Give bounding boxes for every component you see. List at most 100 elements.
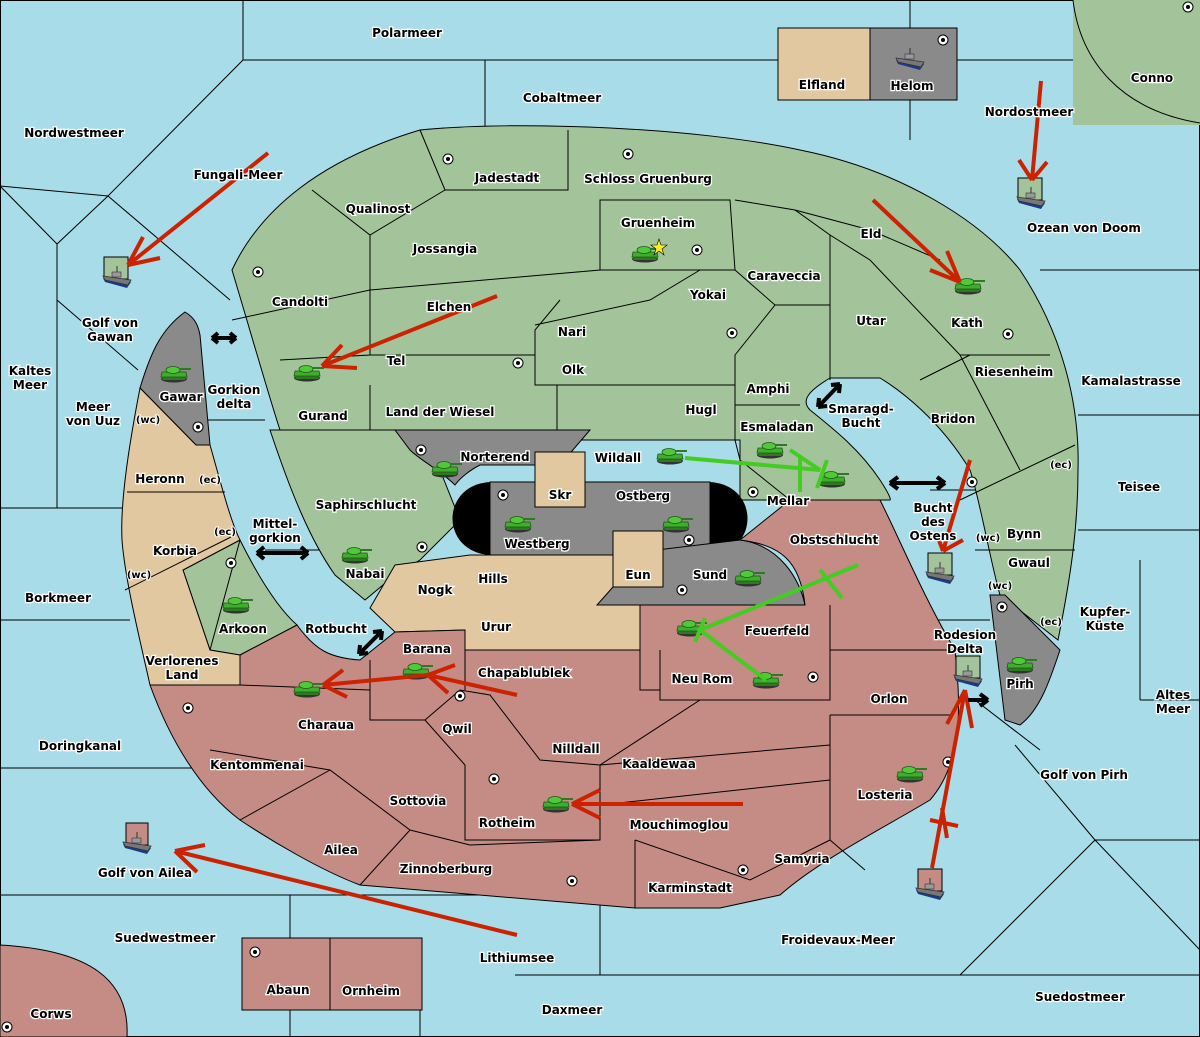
label-gurand: Gurand [298,409,348,423]
label-karminstadt: Karminstadt [648,881,732,895]
armies [160,238,1038,813]
label-suedwestmeer: Suedwestmeer [115,931,216,945]
label-cobaltmeer: Cobaltmeer [523,91,601,105]
supply-center-icon [415,444,427,456]
label-hills: Hills [478,572,508,586]
label-borkmeer: Borkmeer [25,591,91,605]
label-daxmeer: Daxmeer [542,1003,603,1017]
label-skr: Skr [549,488,572,502]
label-land-der-wiesel: Land der Wiesel [386,405,495,419]
supply-center-icon [497,489,509,501]
label-utar: Utar [856,314,886,328]
supply-center-icon [622,148,634,160]
supply-center-icon [1,1021,13,1033]
coast-tags: (wc) (ec) (ec) (wc) (ec) (wc) (wc) (ec) [126,414,1073,629]
label-charaua: Charaua [298,718,354,732]
supply-center-icon [488,773,500,785]
label-qualinost: Qualinost [346,202,411,216]
abaun-ornheim-territory [241,937,423,1011]
label-lithiumsee: Lithiumsee [480,951,555,965]
label-qwil: Qwil [442,722,472,736]
corws-territory [0,944,128,1037]
supply-center-icon [937,34,949,46]
label-zinnoberburg: Zinnoberburg [400,862,492,876]
label-riesenheim: Riesenheim [975,365,1054,379]
supply-center-icon [966,476,978,488]
label-westberg: Westberg [504,537,569,551]
coast-tag-ec: (ec) [199,475,221,486]
label-corws: Corws [30,1007,71,1021]
supply-center-icon [442,153,454,165]
label-amphi: Amphi [746,382,789,396]
land-labels: Elfland Helom Conno Jadestadt Schloss Gr… [29,70,1174,1023]
label-orlon: Orlon [870,692,907,706]
label-obstschlucht: Obstschlucht [790,533,879,547]
supply-center-icon [566,875,578,887]
green-territory-west [269,429,461,601]
coast-tag-wc: (wc) [988,581,1012,592]
label-nogk: Nogk [418,583,454,597]
fleets [102,47,1046,901]
label-golf-von-ailea: Golf von Ailea [98,866,192,880]
label-candolti: Candolti [272,295,328,309]
supply-center-icon [807,671,819,683]
sea-labels: Polarmeer Cobaltmeer Nordwestmeer Fungal… [7,25,1191,1019]
supply-center-icon [454,690,466,702]
label-bridon: Bridon [931,412,976,426]
label-helom: Helom [890,79,933,93]
coast-tag-ec: (ec) [1040,617,1062,628]
supply-center-icon [416,541,428,553]
supply-center-icon [726,327,738,339]
label-gawar: Gawar [159,390,202,404]
label-kamalastrasse: Kamalastrasse [1081,374,1181,388]
label-mellar: Mellar [767,494,809,508]
coast-tag-wc: (wc) [136,415,160,426]
label-wildall: Wildall [595,451,641,465]
label-jossangia: Jossangia [412,242,477,256]
label-abaun: Abaun [266,983,309,997]
label-elchen: Elchen [427,300,472,314]
convoy-arrows [210,331,990,708]
label-nordwestmeer: Nordwestmeer [24,126,124,140]
label-barana: Barana [403,642,451,656]
label-hugl: Hugl [685,403,716,417]
coast-tag-wc: (wc) [976,533,1000,544]
label-conno: Conno [1131,71,1173,85]
label-ostberg: Ostberg [616,489,670,503]
label-eun: Eun [625,568,650,582]
conno-territory [1073,0,1200,125]
eun-territory [612,530,664,588]
label-tel: Tel [387,354,406,368]
star-icon [650,238,668,256]
label-samyria: Samyria [774,852,829,866]
label-neu-rom: Neu Rom [672,672,733,686]
label-smaragd-bucht: Smaragd-Bucht [828,402,893,430]
label-norterend: Norterend [460,450,529,464]
label-elfland: Elfland [799,78,845,92]
label-rotbucht: Rotbucht [305,622,367,636]
label-rotheim: Rotheim [479,816,536,830]
supply-center-icon [1182,1,1194,13]
label-gwaul: Gwaul [1008,556,1050,570]
label-olk: Olk [562,363,585,377]
label-froidevaux-meer: Froidevaux-Meer [781,933,895,947]
label-kaaldewaa: Kaaldewaa [622,757,696,771]
label-saphirschlucht: Saphirschlucht [316,498,417,512]
supply-center-icon [192,421,204,433]
label-kath: Kath [951,316,983,330]
label-mittel-gorkion: Mittel-gorkion [249,517,301,545]
supply-center-icon [691,244,703,256]
label-nari: Nari [558,325,586,339]
label-korbia: Korbia [153,544,197,558]
label-heronn: Heronn [135,472,184,486]
support-orders [684,448,859,682]
label-urur: Urur [481,620,511,634]
supply-center-icon [1002,328,1014,340]
label-ozean-von-doom: Ozean von Doom [1027,221,1141,235]
